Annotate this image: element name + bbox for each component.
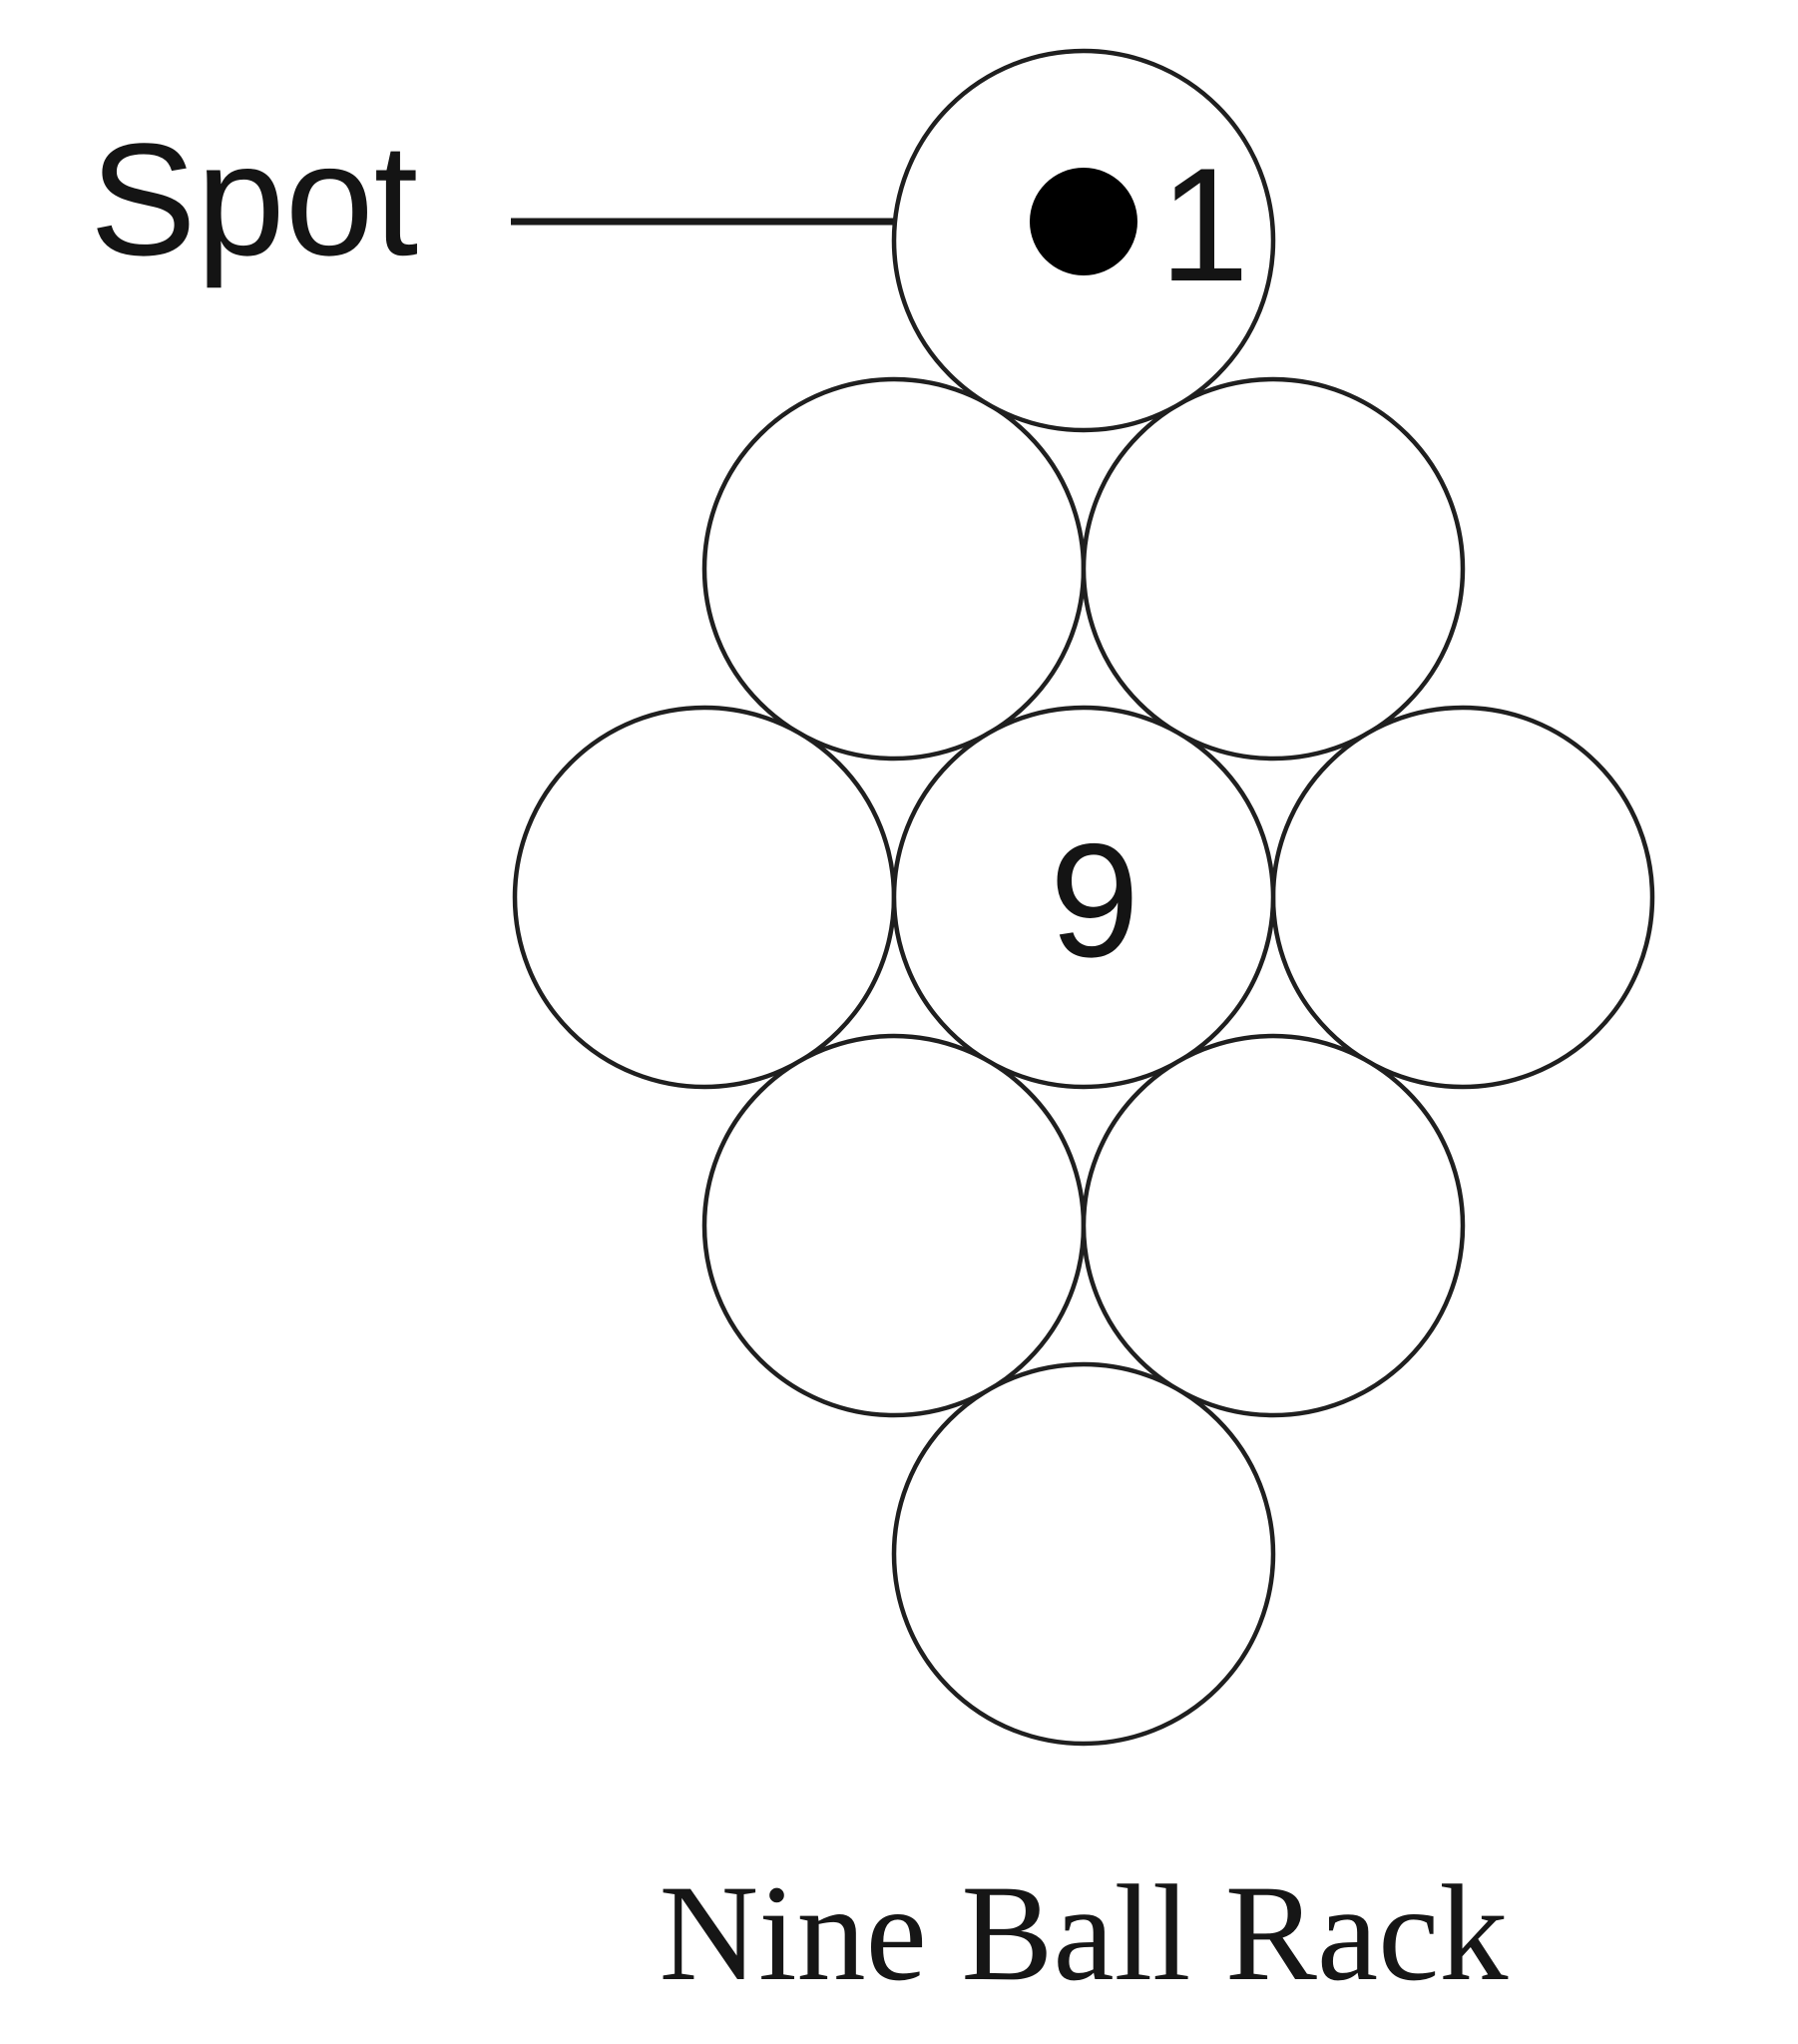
ball-row4-right [1081, 1033, 1466, 1418]
caption: Nine Ball Rack [660, 1856, 1509, 2009]
ball-row3-left [512, 705, 897, 1090]
ball-9 [891, 705, 1276, 1090]
ball-row5-bottom [891, 1361, 1276, 1747]
spot-label: Spot [90, 110, 418, 288]
ball-9-label: 9 [1050, 810, 1139, 991]
ball-row2-right [1081, 376, 1466, 762]
ball-row4-left [701, 1033, 1087, 1418]
ball-row2-left [701, 376, 1087, 762]
spot-dot [1030, 168, 1137, 275]
ball-row3-right [1270, 705, 1655, 1090]
ball-1-label: 1 [1159, 135, 1249, 315]
